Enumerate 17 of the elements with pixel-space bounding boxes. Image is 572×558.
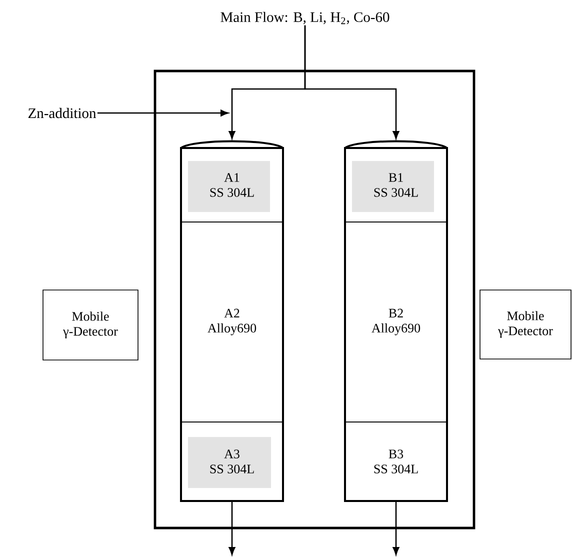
detector-box: Mobile γ-Detector [42,290,138,360]
arrow [97,110,228,116]
column-section: A3 SS 304L [180,422,284,502]
column-vessel [344,140,448,502]
inlet-label: Zn-addition [28,108,96,118]
column-section: A1 SS 304L [180,148,284,222]
arrow [392,502,400,555]
detector-box: Mobile γ-Detector [480,290,572,360]
outer-box [154,70,476,530]
column-vessel [180,140,284,502]
column-section: B2 Alloy690 [344,222,448,422]
column-section: B3 SS 304L [344,422,448,502]
column-section: A2 Alloy690 [180,222,284,422]
arrow [304,25,400,139]
column-section: B1 SS 304L [344,148,448,222]
arrow [228,502,236,555]
flow-label: Main Flow: B, Li, H$_{2}$, Co-60 [220,12,390,24]
